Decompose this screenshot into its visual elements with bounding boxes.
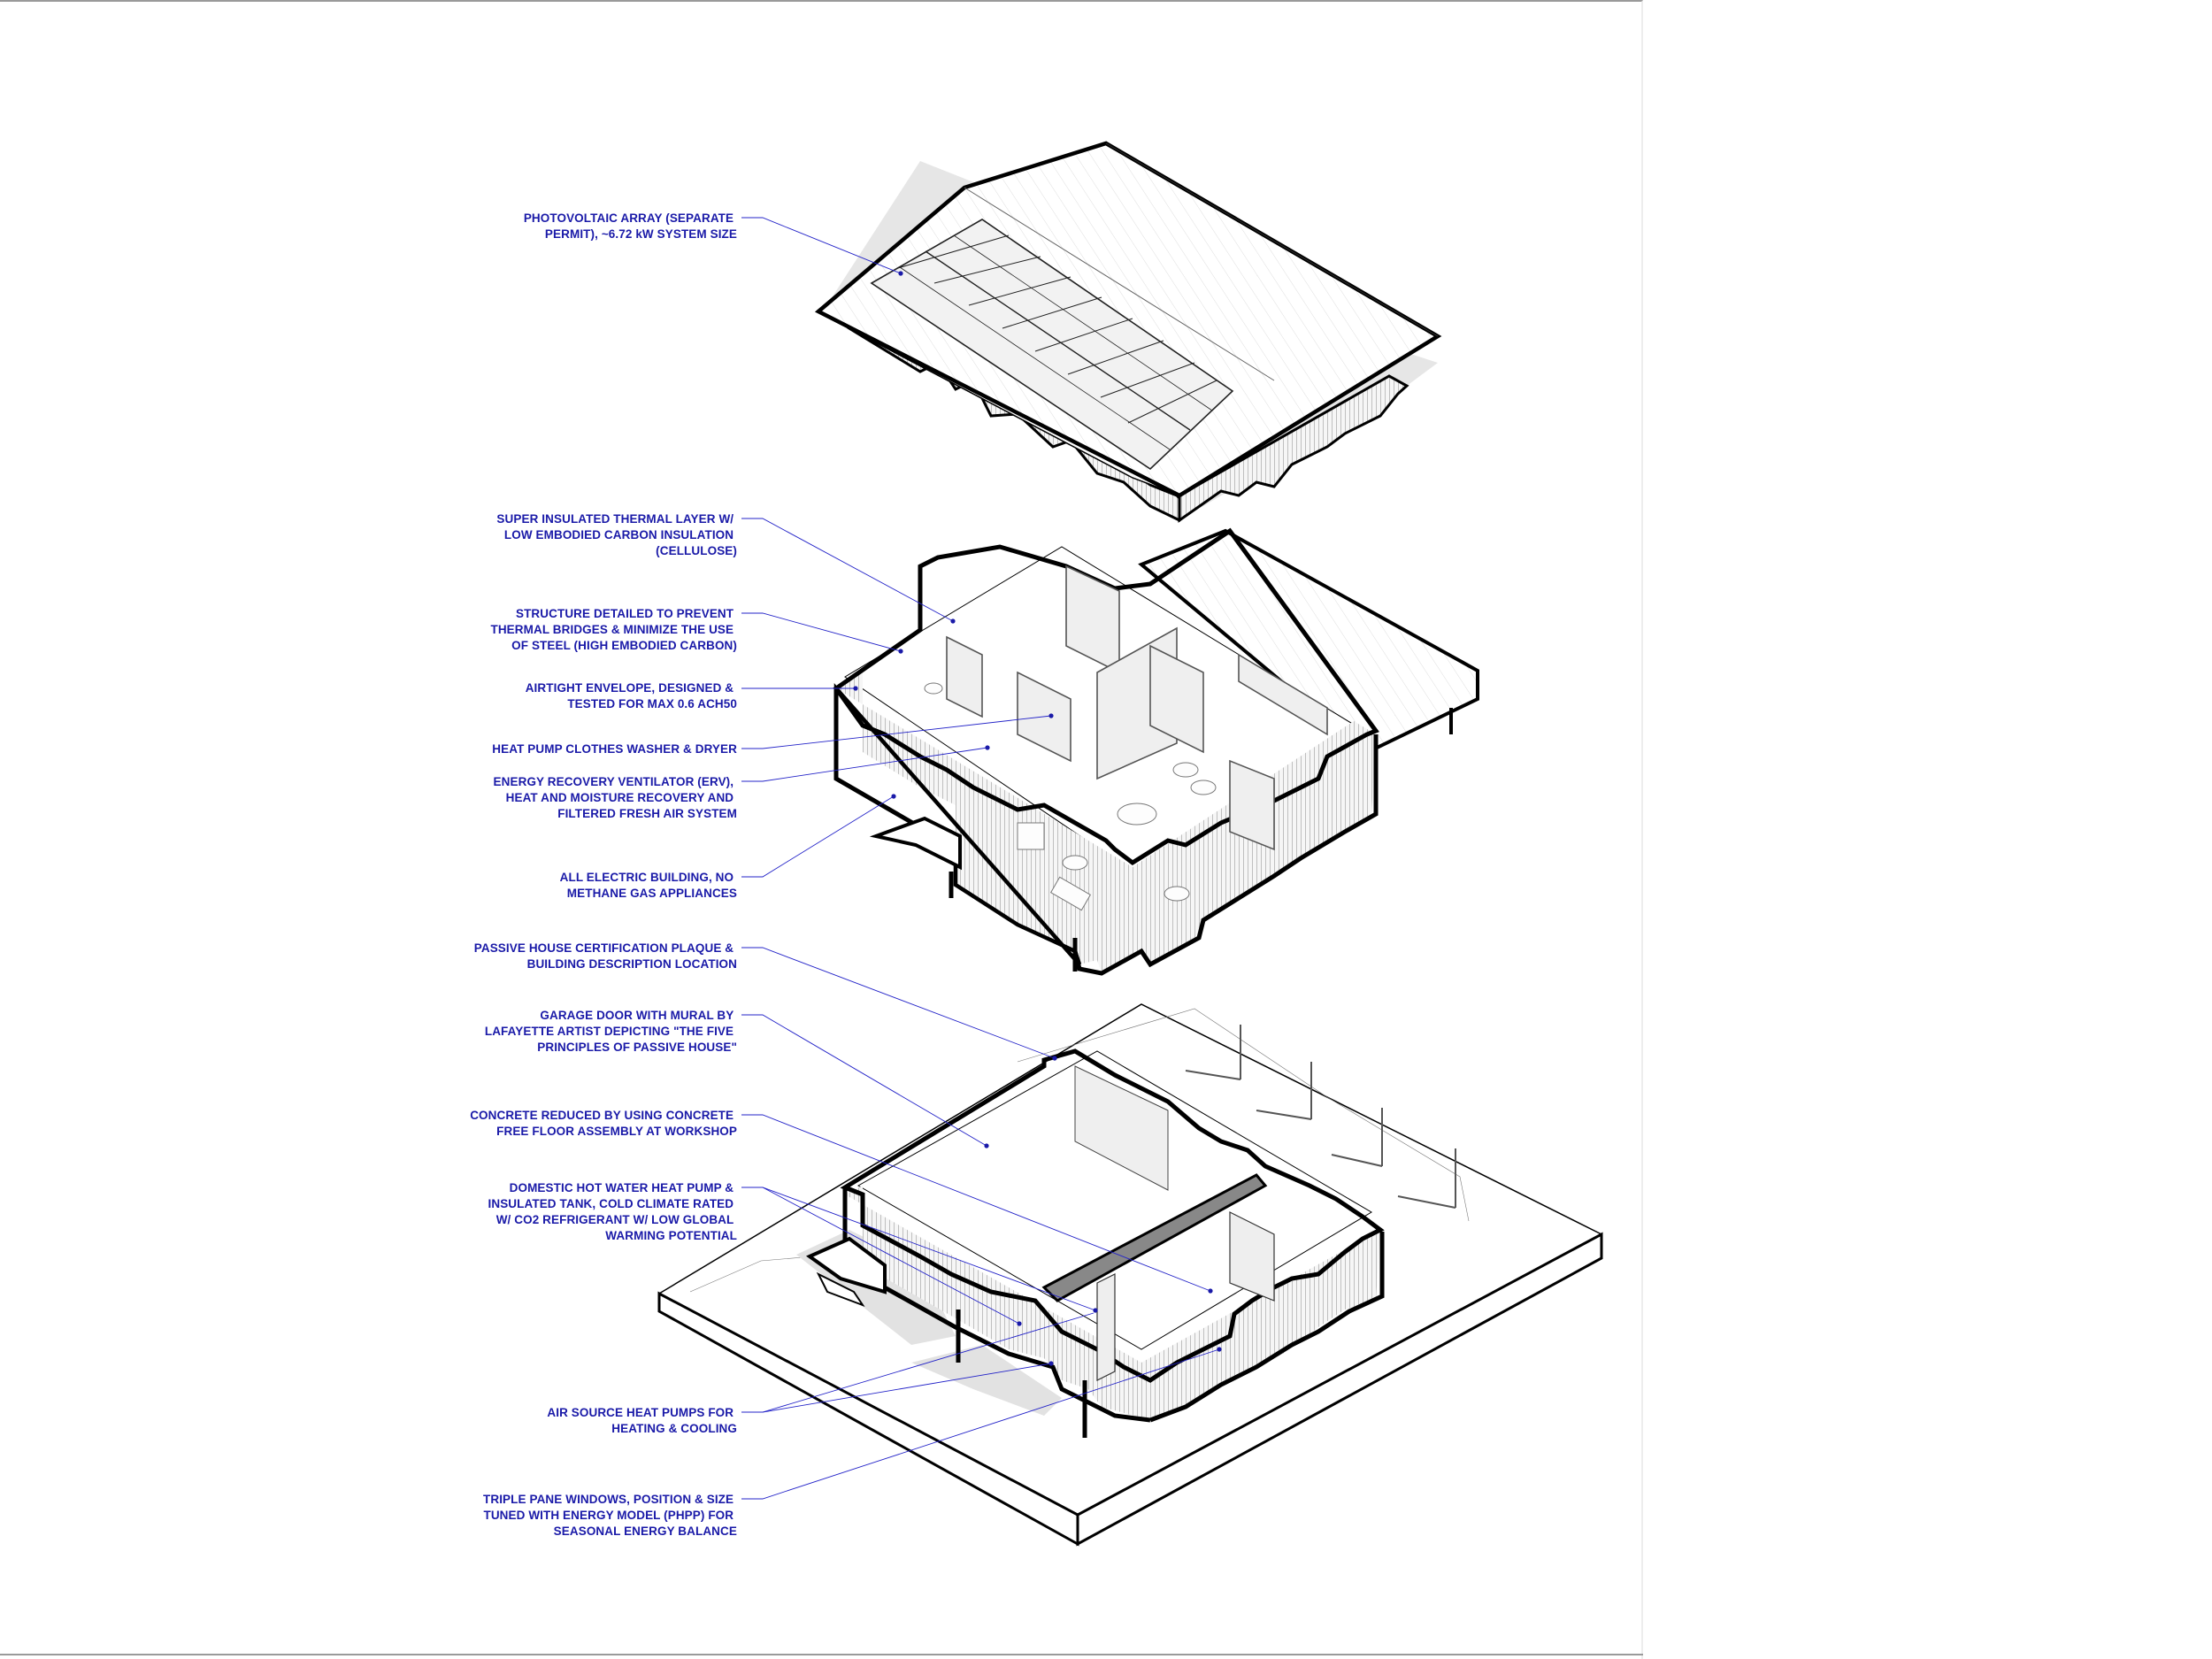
callout-line: PHOTOVOLTAIC ARRAY (SEPARATE (524, 211, 733, 225)
callout-line: PASSIVE HOUSE CERTIFICATION PLAQUE & (474, 941, 734, 955)
callout-line: TUNED WITH ENERGY MODEL (PHPP) FOR (483, 1509, 733, 1522)
callout-line: FREE FLOOR ASSEMBLY AT WORKSHOP (496, 1125, 737, 1138)
callout-line: (CELLULOSE) (656, 544, 737, 557)
callout-line: GARAGE DOOR WITH MURAL BY (540, 1009, 733, 1022)
callout-line: AIRTIGHT ENVELOPE, DESIGNED & (526, 681, 734, 695)
callout-line: AIR SOURCE HEAT PUMPS FOR (547, 1406, 733, 1419)
photovoltaic-array (870, 219, 1234, 471)
callout-line: THERMAL BRIDGES & MINIMIZE THE USE (490, 623, 733, 636)
callout-plaque: PASSIVE HOUSE CERTIFICATION PLAQUE & BUI… (474, 941, 737, 971)
callout-structure: STRUCTURE DETAILED TO PREVENT THERMAL BR… (490, 607, 737, 652)
callout-ashp: AIR SOURCE HEAT PUMPS FOR HEATING & COOL… (547, 1406, 737, 1435)
callout-line: SUPER INSULATED THERMAL LAYER W/ (496, 512, 733, 526)
roof-module (814, 141, 1442, 523)
callout-concrete: CONCRETE REDUCED BY USING CONCRETE FREE … (470, 1109, 737, 1138)
callout-line: FILTERED FRESH AIR SYSTEM (557, 807, 737, 820)
callout-dhw: DOMESTIC HOT WATER HEAT PUMP & INSULATED… (488, 1181, 738, 1242)
callout-line: WARMING POTENTIAL (605, 1229, 737, 1242)
callout-line: CONCRETE REDUCED BY USING CONCRETE (470, 1109, 733, 1122)
callout-line: STRUCTURE DETAILED TO PREVENT (516, 607, 734, 620)
callout-line: BUILDING DESCRIPTION LOCATION (527, 957, 737, 971)
callout-thermal: SUPER INSULATED THERMAL LAYER W/ LOW EMB… (496, 512, 737, 557)
callout-airtight: AIRTIGHT ENVELOPE, DESIGNED & TESTED FOR… (526, 681, 737, 710)
main-floor-module (833, 527, 1479, 976)
callout-line: DOMESTIC HOT WATER HEAT PUMP & (510, 1181, 734, 1194)
callout-line: PERMIT), ~6.72 kW SYSTEM SIZE (545, 227, 737, 241)
callout-line: HEAT AND MOISTURE RECOVERY AND (506, 791, 734, 804)
callout-line: TRIPLE PANE WINDOWS, POSITION & SIZE (483, 1493, 733, 1506)
leader-lines (741, 217, 1222, 1500)
callout-line: INSULATED TANK, COLD CLIMATE RATED (488, 1197, 734, 1210)
callout-windows: TRIPLE PANE WINDOWS, POSITION & SIZE TUN… (483, 1493, 737, 1538)
callout-electric: ALL ELECTRIC BUILDING, NO METHANE GAS AP… (560, 871, 737, 900)
callout-line: HEATING & COOLING (611, 1422, 737, 1435)
callout-line: ALL ELECTRIC BUILDING, NO (560, 871, 734, 884)
callout-line: METHANE GAS APPLIANCES (567, 887, 737, 900)
callout-washer: HEAT PUMP CLOTHES WASHER & DRYER (492, 742, 737, 756)
callout-line: ENERGY RECOVERY VENTILATOR (ERV), (494, 775, 734, 788)
callout-line: TESTED FOR MAX 0.6 ACH50 (567, 697, 737, 710)
callout-line: SEASONAL ENERGY BALANCE (554, 1525, 737, 1538)
callout-garage: GARAGE DOOR WITH MURAL BY LAFAYETTE ARTI… (485, 1009, 737, 1054)
callout-line: LOW EMBODIED CARBON INSULATION (504, 528, 733, 541)
callout-line: W/ CO2 REFRIGERANT W/ LOW GLOBAL (496, 1213, 733, 1226)
ground-floor-module (657, 1003, 1603, 1547)
callout-pv: PHOTOVOLTAIC ARRAY (SEPARATE PERMIT), ~6… (524, 211, 737, 241)
callout-line: OF STEEL (HIGH EMBODIED CARBON) (511, 639, 737, 652)
callout-line: HEAT PUMP CLOTHES WASHER & DRYER (492, 742, 737, 756)
sheet-bottom-border (0, 1654, 1643, 1655)
callout-labels: PHOTOVOLTAIC ARRAY (SEPARATE PERMIT), ~6… (470, 211, 737, 1538)
callout-erv: ENERGY RECOVERY VENTILATOR (ERV), HEAT A… (494, 775, 737, 820)
callout-line: LAFAYETTE ARTIST DEPICTING "THE FIVE (485, 1025, 733, 1038)
callout-line: PRINCIPLES OF PASSIVE HOUSE" (537, 1041, 737, 1054)
